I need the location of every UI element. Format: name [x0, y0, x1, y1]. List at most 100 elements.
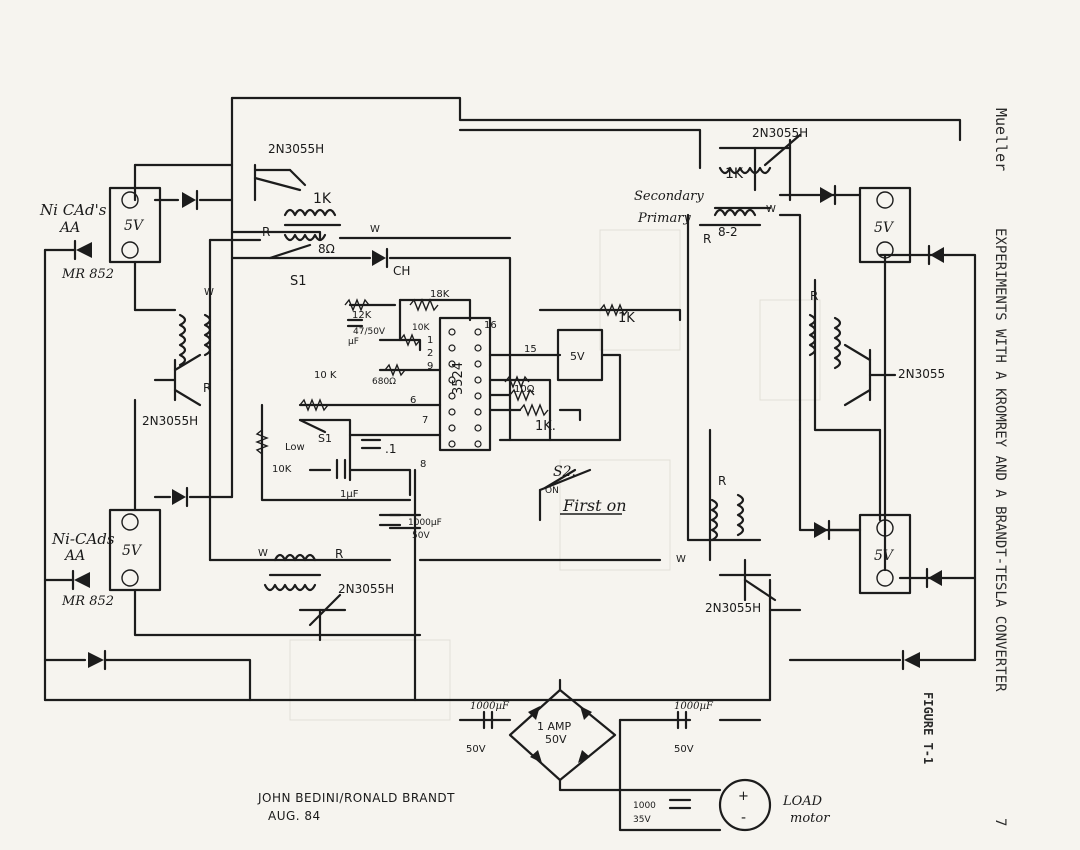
- label-r-a: R: [262, 225, 270, 239]
- diodes: [71, 184, 944, 671]
- label-10k-b: 10K: [272, 464, 292, 475]
- label-mr852-bottom: MR 852: [61, 594, 114, 609]
- label-secondary: Secondary: [634, 189, 704, 204]
- label-nicads-top: Ni CAd's: [39, 201, 107, 219]
- resistor-pot-10k: [299, 398, 329, 412]
- label-cap-0-1: .1: [385, 442, 396, 456]
- load-motor: [718, 778, 772, 832]
- label-transistor-top-left: 2N3055H: [268, 142, 324, 156]
- coil-secondary: [713, 208, 757, 217]
- label-cap-1uf: 1µF: [340, 489, 359, 500]
- diode-mr852-bottom: [74, 572, 90, 588]
- labels: Ni CAd's AA MR 852 Ni-CAds AA MR 852 5V …: [39, 126, 945, 826]
- diode-bottom-right: [904, 652, 920, 668]
- resistor-1k-mid: [599, 303, 629, 317]
- label-mr852-top: MR 852: [61, 267, 114, 282]
- label-r-f: R: [718, 474, 726, 488]
- coil-1k-top-left: [283, 208, 337, 217]
- label-r-d: R: [703, 232, 711, 246]
- diode-bl: [172, 489, 186, 505]
- label-motor-plus: +: [738, 789, 749, 804]
- label-on: ON: [545, 486, 559, 496]
- diode-bottom-left: [88, 652, 104, 668]
- resistor-10k-left: [255, 429, 269, 455]
- label-cap-left: 1000µF: [470, 701, 510, 712]
- label-pin-9: 9: [427, 361, 433, 372]
- coil-bottom-w: [273, 553, 317, 562]
- label-pin-6: 6: [410, 395, 416, 406]
- label-5v-regulator: 5V: [570, 350, 585, 363]
- label-motor: motor: [790, 811, 830, 826]
- side-header: Mueller EXPERIMENTS WITH A KROMREY AND A…: [921, 108, 1010, 826]
- label-cap-left-v: 50V: [466, 744, 486, 755]
- coil-bottom-r: [263, 583, 317, 592]
- transistor-top-left: [253, 163, 307, 202]
- label-s1-top: S1: [290, 274, 307, 289]
- label-10-2: 10Ω: [514, 384, 535, 395]
- label-s2: S2.: [553, 464, 576, 480]
- label-transistor-bottom-left: 2N3055H: [338, 582, 394, 596]
- label-transistor-mid-left: 2N3055H: [142, 414, 198, 428]
- coil-right-low-a: [710, 498, 719, 542]
- diode-br: [814, 522, 828, 538]
- label-s1-mid: S1: [318, 432, 332, 445]
- resistors: [255, 298, 629, 455]
- label-bridge-1amp: 1 AMP: [537, 720, 572, 733]
- resistor-10k: [399, 333, 421, 347]
- header-page-number: 7: [992, 818, 1008, 826]
- label-chip-3524: 3524: [451, 362, 466, 395]
- label-8ohm-right: 8-2: [718, 225, 738, 239]
- figure-label: FIGURE T-1: [921, 692, 935, 764]
- resistor-12k: [344, 298, 370, 312]
- label-50v-mid: 50V: [412, 531, 430, 541]
- transistor-bottom-left: [298, 593, 347, 642]
- label-first-on: First on: [562, 496, 627, 515]
- ic-3524: [438, 316, 492, 452]
- label-transistor-bottom-right: 2N3055H: [705, 601, 761, 615]
- label-uf: µF: [348, 337, 359, 347]
- label-w-e: W: [676, 554, 686, 565]
- diode-tr: [820, 187, 834, 203]
- header-title: EXPERIMENTS WITH A KROMREY AND A BRANDT-…: [992, 228, 1008, 692]
- label-aa-top: AA: [58, 220, 80, 236]
- resistor-1k-lower: [519, 403, 549, 417]
- label-cap47: 47/50V: [353, 327, 386, 337]
- transistor-mid-left: [153, 353, 202, 407]
- label-680: 680Ω: [372, 377, 396, 387]
- battery-bottom-right: [858, 513, 912, 595]
- transistor-bottom-right: [718, 558, 777, 602]
- transistor-mid-right: [843, 343, 897, 407]
- battery-top-right: [858, 186, 912, 264]
- label-cap-1000-mid: 1000µF: [408, 518, 442, 528]
- coil-left-mid-b: [203, 313, 212, 357]
- label-cap-load: 1000: [633, 801, 656, 811]
- label-1k-top-right: 1K: [725, 166, 744, 182]
- label-5v-bl: 5V: [122, 543, 143, 559]
- credits-authors: JOHN BEDINI/RONALD BRANDT: [257, 791, 455, 805]
- coil-1k-top-right: [718, 166, 772, 175]
- bridge-rectifier: [508, 688, 617, 782]
- diode-mr852-top: [76, 242, 92, 258]
- credits-date: AUG. 84: [268, 809, 321, 823]
- label-pin-8: 8: [420, 459, 426, 470]
- label-10k-pot: 10 K: [314, 370, 337, 381]
- label-r-e: R: [810, 289, 818, 303]
- label-pin-2: 2: [427, 348, 433, 359]
- label-load: LOAD: [782, 794, 823, 809]
- label-5v-tl: 5V: [124, 218, 145, 234]
- diode-br-out: [928, 570, 942, 586]
- label-r-b: R: [203, 381, 211, 395]
- label-low: Low: [285, 442, 305, 453]
- coil-right-mid-b: [833, 316, 842, 370]
- led-ch: [372, 250, 386, 266]
- resistor-18k: [409, 298, 439, 312]
- label-pin-15: 15: [524, 344, 537, 355]
- coil-8ohm-left: [283, 233, 327, 242]
- label-transistor-mid-right: 2N3055: [898, 367, 945, 381]
- wiring: [43, 96, 977, 832]
- label-w-c: W: [258, 548, 268, 559]
- coil-left-mid-a: [178, 313, 187, 367]
- label-w-b: W: [370, 224, 380, 235]
